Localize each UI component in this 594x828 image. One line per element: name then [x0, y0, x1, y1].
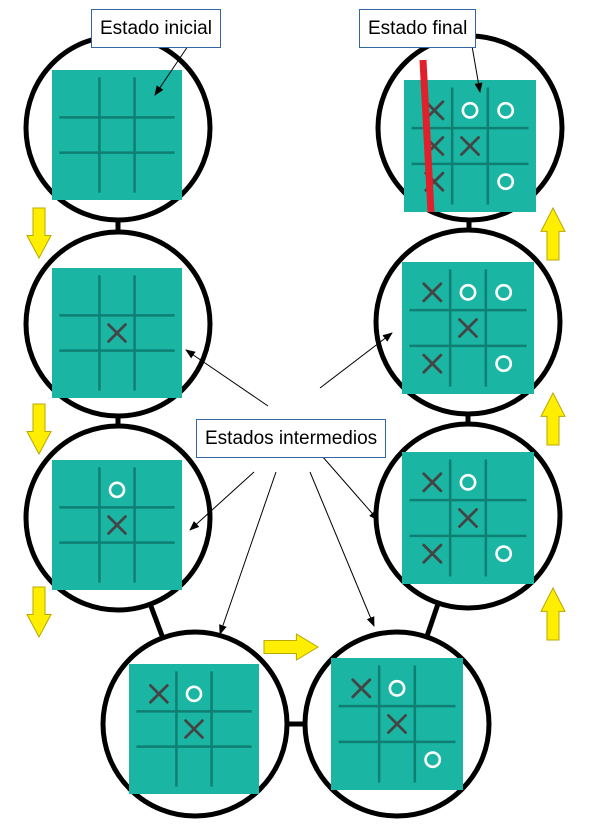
nought-mark	[495, 283, 513, 301]
callout-pointer	[185, 349, 269, 407]
callout-pointer	[319, 332, 393, 389]
nought-mark	[388, 679, 406, 697]
cross-mark	[422, 543, 443, 564]
cross-mark	[387, 714, 407, 734]
state-connector	[424, 602, 441, 638]
flow-arrow-down	[26, 207, 52, 260]
intermediate-states-label: Estados intermedios	[196, 419, 387, 458]
state-5	[302, 629, 492, 819]
state-2	[23, 229, 213, 419]
nought-mark	[497, 173, 515, 191]
flow-arrows	[26, 206, 566, 661]
cross-mark	[422, 282, 443, 303]
nought-mark	[497, 101, 515, 119]
cross-mark	[149, 684, 169, 704]
nought-mark	[459, 473, 477, 491]
flow-arrow-down	[26, 403, 52, 456]
cross-mark	[422, 472, 443, 493]
cross-mark	[458, 318, 478, 338]
flow-arrow-down	[26, 586, 52, 639]
state-8-final	[375, 33, 565, 223]
callout-pointer	[471, 45, 483, 93]
callout-pointer	[309, 471, 375, 627]
nought-mark	[424, 751, 442, 769]
flow-arrow-up	[540, 391, 566, 446]
nought-mark	[461, 101, 479, 119]
cross-mark	[422, 353, 443, 374]
nought-mark	[495, 545, 513, 563]
flow-arrow-right	[263, 633, 319, 661]
state-4	[100, 629, 290, 819]
flow-arrow-up	[540, 206, 566, 261]
callout-pointers	[154, 45, 483, 635]
winning-line	[419, 59, 435, 213]
cross-mark	[107, 323, 127, 343]
callout-pointer	[154, 45, 189, 96]
state-7	[373, 227, 563, 417]
state-3	[23, 423, 213, 613]
nought-mark	[108, 481, 126, 499]
state-6	[373, 421, 563, 611]
final-state-label: Estado final	[359, 9, 477, 48]
nought-mark	[459, 283, 477, 301]
cross-mark	[107, 515, 127, 535]
callout-pointer	[219, 471, 277, 635]
game-board	[52, 70, 182, 200]
cross-mark	[351, 678, 372, 699]
nought-mark	[185, 685, 203, 703]
flow-arrow-up	[540, 586, 566, 641]
cross-mark	[184, 719, 204, 739]
nought-mark	[495, 355, 513, 373]
cross-mark	[458, 508, 478, 528]
state-connector	[147, 603, 166, 639]
callout-pointer	[189, 471, 255, 531]
state-1-initial	[23, 33, 213, 223]
cross-mark	[460, 136, 480, 156]
states	[23, 33, 565, 819]
initial-state-label: Estado inicial	[91, 9, 221, 48]
callout-pointer	[321, 455, 379, 521]
